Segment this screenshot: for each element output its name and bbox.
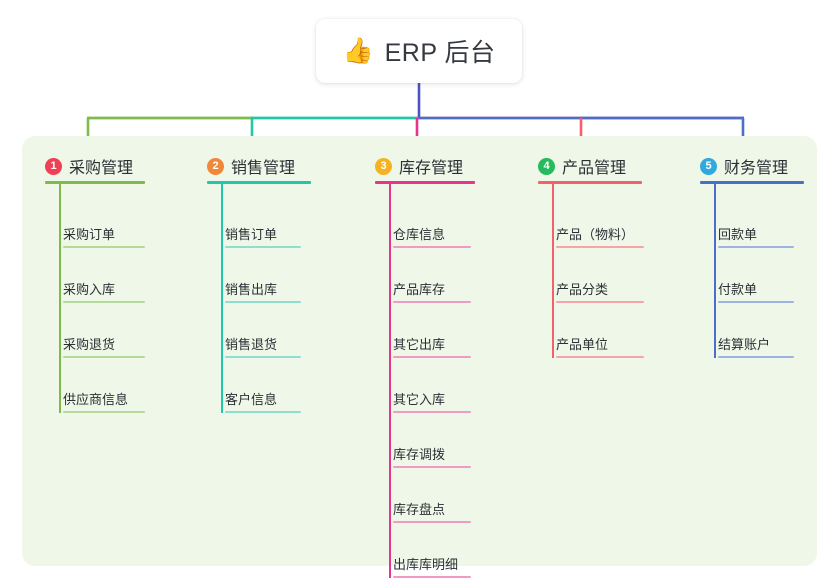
leaf-item-underline <box>393 301 471 303</box>
root-title: ERP 后台 <box>384 39 496 67</box>
branch-spine-2 <box>221 181 223 413</box>
branch-badge-3: 3 <box>375 157 392 175</box>
leaf-item-label: 采购退货 <box>63 337 116 352</box>
leaf-item[interactable]: 库存调拨 <box>393 434 471 468</box>
leaf-item-underline <box>63 411 145 413</box>
leaf-item-underline <box>63 301 145 303</box>
leaf-item-underline <box>63 356 145 358</box>
leaf-item-label: 客户信息 <box>225 392 278 407</box>
leaf-item-label: 销售出库 <box>225 282 278 297</box>
branch-underline-2 <box>207 181 311 184</box>
leaf-item[interactable]: 其它出库 <box>393 324 471 358</box>
leaf-item[interactable]: 采购订单 <box>63 214 145 248</box>
branch-header-1[interactable]: 1 采购管理 <box>45 154 133 178</box>
leaf-item[interactable]: 采购入库 <box>63 269 145 303</box>
branch-badge-1: 1 <box>45 157 62 175</box>
leaf-item-underline <box>718 356 794 358</box>
leaf-item-underline <box>225 356 301 358</box>
branch-badge-4: 4 <box>538 157 555 175</box>
leaf-item[interactable]: 出库库明细 <box>393 544 471 578</box>
branch-header-3[interactable]: 3 库存管理 <box>375 154 463 178</box>
branch-underline-4 <box>538 181 642 184</box>
leaf-item-underline <box>556 356 644 358</box>
leaf-item-label: 结算账户 <box>718 337 771 352</box>
leaf-item-underline <box>225 246 301 248</box>
leaf-item-label: 回款单 <box>718 227 758 242</box>
leaf-item[interactable]: 库存盘点 <box>393 489 471 523</box>
leaf-item-label: 采购入库 <box>63 282 116 297</box>
branch-header-5[interactable]: 5 财务管理 <box>700 154 788 178</box>
leaf-item-label: 销售订单 <box>225 227 278 242</box>
leaf-item[interactable]: 客户信息 <box>225 379 301 413</box>
branch-header-2[interactable]: 2 销售管理 <box>207 154 295 178</box>
leaf-item[interactable]: 产品（物料） <box>556 214 644 248</box>
leaf-item[interactable]: 回款单 <box>718 214 794 248</box>
leaf-item-underline <box>556 246 644 248</box>
leaf-item-underline <box>393 576 471 578</box>
branches-panel: 1 采购管理采购订单采购入库采购退货供应商信息 2 销售管理销售订单销售出库销售退货客… <box>22 136 817 578</box>
leaf-item[interactable]: 销售退货 <box>225 324 301 358</box>
root-node[interactable]: 👍 ERP 后台 <box>316 19 522 83</box>
leaf-item-underline <box>393 246 471 248</box>
leaf-item-label: 出库库明细 <box>393 557 459 572</box>
branch-spine-4 <box>552 181 554 358</box>
leaf-item-underline <box>63 246 145 248</box>
leaf-item-label: 供应商信息 <box>63 392 129 407</box>
branch-spine-5 <box>714 181 716 358</box>
branch-header-4[interactable]: 4 产品管理 <box>538 154 626 178</box>
leaf-item-underline <box>393 411 471 413</box>
branch-underline-3 <box>375 181 475 184</box>
leaf-item-label: 销售退货 <box>225 337 278 352</box>
leaf-item-underline <box>718 301 794 303</box>
branch-title-4: 产品管理 <box>562 160 627 177</box>
leaf-item-underline <box>225 301 301 303</box>
branch-spine-3 <box>389 181 391 578</box>
branch-spine-1 <box>59 181 61 413</box>
leaf-item[interactable]: 销售出库 <box>225 269 301 303</box>
leaf-item-label: 产品（物料） <box>556 227 635 242</box>
leaf-item-label: 其它入库 <box>393 392 446 407</box>
leaf-item[interactable]: 付款单 <box>718 269 794 303</box>
leaf-item-label: 产品分类 <box>556 282 609 297</box>
leaf-item[interactable]: 仓库信息 <box>393 214 471 248</box>
leaf-item[interactable]: 产品单位 <box>556 324 644 358</box>
branch-badge-5: 5 <box>700 157 717 175</box>
branch-title-2: 销售管理 <box>231 160 296 177</box>
leaf-item-underline <box>556 301 644 303</box>
branch-badge-2: 2 <box>207 157 224 175</box>
leaf-item-underline <box>393 356 471 358</box>
leaf-item[interactable]: 产品分类 <box>556 269 644 303</box>
leaf-item-label: 库存调拨 <box>393 447 446 462</box>
leaf-item-underline <box>393 521 471 523</box>
leaf-item[interactable]: 采购退货 <box>63 324 145 358</box>
leaf-item-label: 产品库存 <box>393 282 446 297</box>
leaf-item[interactable]: 销售订单 <box>225 214 301 248</box>
leaf-item[interactable]: 产品库存 <box>393 269 471 303</box>
leaf-item[interactable]: 供应商信息 <box>63 379 145 413</box>
branch-underline-5 <box>700 181 804 184</box>
leaf-item-label: 其它出库 <box>393 337 446 352</box>
branch-title-3: 库存管理 <box>399 160 464 177</box>
branch-underline-1 <box>45 181 145 184</box>
leaf-item-label: 采购订单 <box>63 227 116 242</box>
leaf-item[interactable]: 结算账户 <box>718 324 794 358</box>
leaf-item-underline <box>718 246 794 248</box>
leaf-item-underline <box>225 411 301 413</box>
leaf-item-label: 仓库信息 <box>393 227 446 242</box>
leaf-item-label: 付款单 <box>718 282 758 297</box>
root-node-content: 👍 ERP 后台 <box>342 33 495 69</box>
leaf-item-underline <box>393 466 471 468</box>
branch-title-1: 采购管理 <box>69 160 134 177</box>
thumbs-up-icon: 👍 <box>342 36 374 65</box>
leaf-item-label: 库存盘点 <box>393 502 446 517</box>
branch-title-5: 财务管理 <box>724 160 789 177</box>
leaf-item-label: 产品单位 <box>556 337 609 352</box>
leaf-item[interactable]: 其它入库 <box>393 379 471 413</box>
